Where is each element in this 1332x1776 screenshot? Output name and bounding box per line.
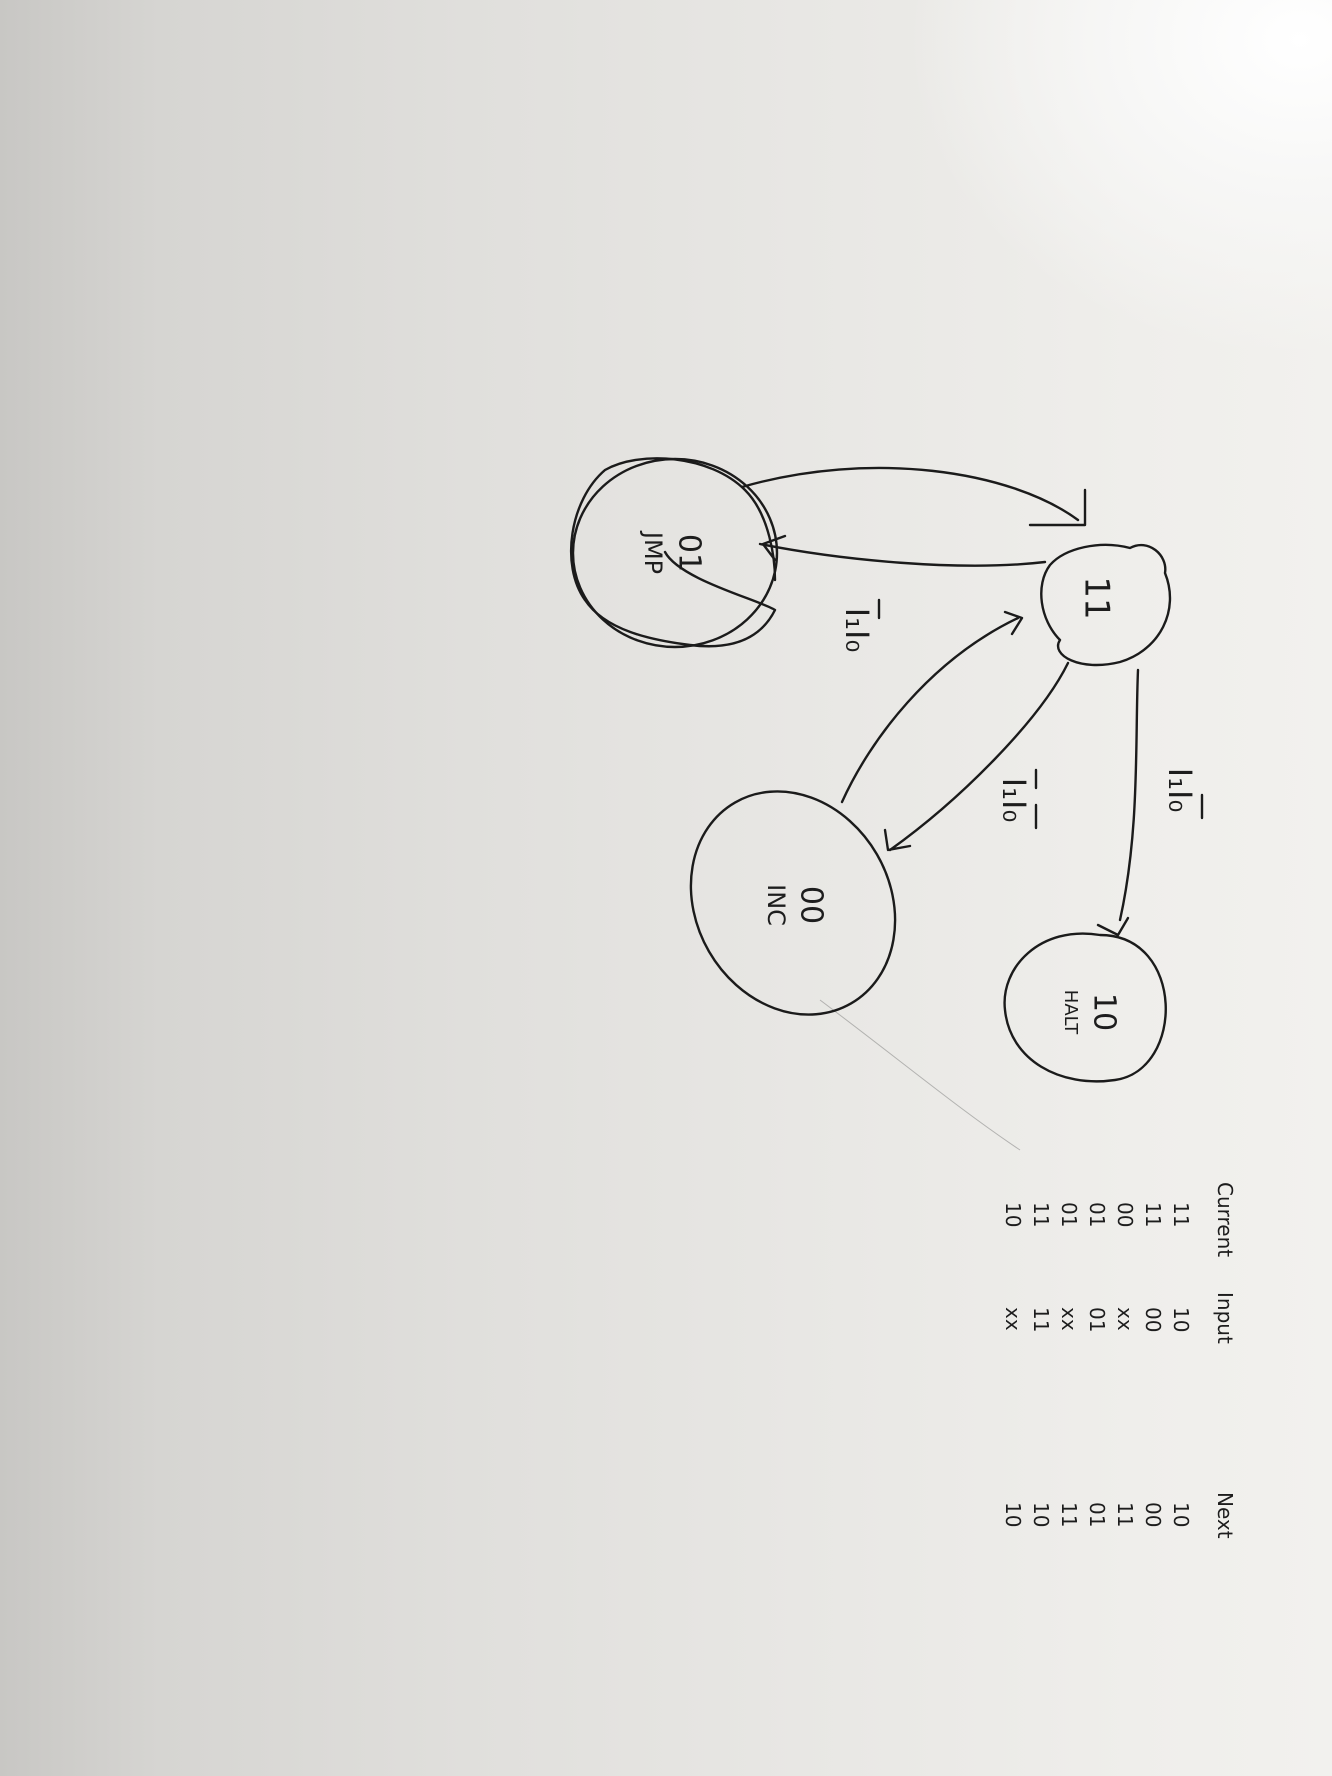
svg-text:00: 00 (1141, 1307, 1165, 1332)
state-01-circle-outline (571, 457, 779, 649)
header-current: Current (1213, 1182, 1237, 1257)
state-10-circle (1003, 932, 1167, 1083)
transition-01-to-11 (740, 466, 1080, 522)
state-11-circle (1040, 543, 1172, 667)
svg-text:xx: xx (1001, 1307, 1025, 1331)
svg-text:00: 00 (1113, 1202, 1137, 1227)
svg-text:10: 10 (1029, 1502, 1053, 1527)
svg-text:I₁I₀: I₁I₀ (995, 778, 1033, 823)
svg-text:11: 11 (1077, 576, 1117, 619)
state-01-circle (569, 457, 777, 648)
svg-text:xx: xx (1113, 1307, 1137, 1331)
svg-text:01: 01 (1057, 1202, 1081, 1227)
arrowhead-11-to-00 (883, 828, 912, 852)
svg-text:00: 00 (794, 886, 829, 924)
svg-text:10: 10 (1169, 1502, 1193, 1527)
label-11-to-10: I₁I₀ (1161, 768, 1204, 820)
svg-text:xx: xx (1057, 1307, 1081, 1331)
state-10-label: 10 HALT (1060, 990, 1122, 1035)
svg-text:00: 00 (1141, 1502, 1165, 1527)
header-input: Input (1213, 1292, 1237, 1344)
state-00-circle (689, 790, 897, 1016)
state-11-label: 11 (1077, 576, 1117, 619)
svg-text:INC: INC (762, 884, 790, 926)
svg-text:11: 11 (1029, 1202, 1053, 1227)
state-00-label: 00 INC (762, 884, 829, 926)
paper-crease (819, 999, 1021, 1151)
svg-text:HALT: HALT (1060, 990, 1081, 1035)
transition-11-to-00 (888, 661, 1070, 852)
svg-text:11: 11 (1169, 1202, 1193, 1227)
svg-text:11: 11 (1113, 1502, 1137, 1527)
svg-text:10: 10 (1001, 1502, 1025, 1527)
transition-11-to-01 (758, 542, 1047, 567)
svg-text:JMP: JMP (639, 530, 667, 574)
svg-text:11: 11 (1141, 1202, 1165, 1227)
transition-table: Current Input Next 11 10 10 11 00 00 00 … (1001, 1182, 1237, 1539)
arrowhead-11-to-10 (1096, 916, 1130, 937)
svg-text:11: 11 (1057, 1502, 1081, 1527)
table-row: 11 10 10 (1169, 1202, 1193, 1527)
svg-text:10: 10 (1087, 993, 1122, 1031)
svg-text:01: 01 (1085, 1202, 1109, 1227)
label-11-to-01: I₁I₀ (838, 598, 881, 653)
svg-text:01: 01 (1085, 1502, 1109, 1527)
svg-text:I₁I₀: I₁I₀ (838, 608, 876, 653)
svg-text:10: 10 (1001, 1202, 1025, 1227)
arrowhead-01-to-11 (1028, 488, 1087, 527)
table-row: 10 xx 10 (1001, 1202, 1025, 1527)
state-01-label: 01 JMP (639, 530, 707, 574)
transition-00-to-11 (840, 616, 1020, 804)
svg-text:11: 11 (1029, 1307, 1053, 1332)
table-row: 01 01 01 (1085, 1202, 1109, 1527)
svg-text:I₁I₀: I₁I₀ (1161, 768, 1199, 813)
header-next: Next (1213, 1492, 1237, 1539)
table-row: 01 xx 11 (1057, 1202, 1081, 1527)
label-11-to-00: I₁I₀ (995, 768, 1038, 830)
table-row: 11 00 00 (1141, 1202, 1165, 1527)
transition-11-to-10 (1118, 668, 1140, 922)
arrowhead-11-to-01 (761, 534, 787, 562)
arrowhead-00-to-11 (1003, 610, 1024, 636)
table-row: 11 11 10 (1029, 1202, 1053, 1527)
table-row: 00 xx 11 (1113, 1202, 1137, 1527)
svg-text:01: 01 (672, 534, 707, 572)
svg-text:10: 10 (1169, 1307, 1193, 1332)
svg-text:01: 01 (1085, 1307, 1109, 1332)
